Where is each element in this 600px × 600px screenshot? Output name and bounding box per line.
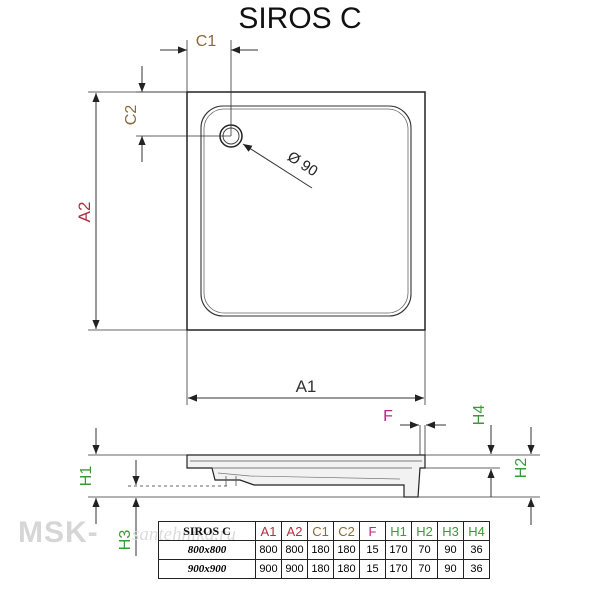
dim-c2: C2 bbox=[123, 66, 187, 162]
table-cell: 800 bbox=[255, 540, 282, 560]
table-header-cell: H4 bbox=[463, 521, 490, 541]
table-header-cell: H3 bbox=[437, 521, 464, 541]
table-cell-model: 900x900 bbox=[158, 559, 256, 579]
page-title: SIROS C bbox=[238, 2, 362, 35]
tray-outline bbox=[186, 91, 426, 331]
table-cell: 36 bbox=[463, 540, 490, 560]
table-cell: 180 bbox=[333, 559, 360, 579]
table-header-cell: A2 bbox=[281, 521, 308, 541]
label-a1: A1 bbox=[296, 377, 317, 396]
table-cell: 800 bbox=[281, 540, 308, 560]
table-cell: 180 bbox=[307, 540, 334, 560]
watermark-brand: MSK- bbox=[18, 516, 99, 549]
table-header-cell: C2 bbox=[333, 521, 360, 541]
label-h3: H3 bbox=[117, 530, 134, 551]
table-cell: 180 bbox=[307, 559, 334, 579]
label-h1: H1 bbox=[78, 466, 95, 487]
table-cell: 900 bbox=[255, 559, 282, 579]
dim-a2: A2 bbox=[75, 91, 187, 331]
dimensions-table: SIROS C A1 A2 C1 C2 F H1 H2 H3 H4 800x80… bbox=[158, 521, 490, 579]
table-header-row: SIROS C A1 A2 C1 C2 F H1 H2 H3 H4 bbox=[158, 521, 490, 541]
table-header-cell: A1 bbox=[255, 521, 282, 541]
table-cell: 170 bbox=[385, 540, 412, 560]
label-c1: C1 bbox=[196, 33, 217, 50]
table-cell-model: 800x800 bbox=[158, 540, 256, 560]
table-header-cell: H2 bbox=[411, 521, 438, 541]
dim-h1: H1 bbox=[78, 428, 420, 524]
dim-h3: H3 bbox=[117, 460, 140, 556]
table-cell: 36 bbox=[463, 559, 490, 579]
dim-a1: A1 bbox=[186, 330, 426, 405]
dim-f: F bbox=[383, 408, 446, 455]
table-row: 900x900 900 900 180 180 15 170 70 90 36 bbox=[158, 559, 490, 579]
label-diameter: Ø 90 bbox=[284, 148, 321, 180]
label-c2: C2 bbox=[123, 105, 140, 126]
table-header-cell: F bbox=[359, 521, 386, 541]
top-view bbox=[136, 40, 426, 331]
table-header-cell: C1 bbox=[307, 521, 334, 541]
dim-c1: C1 bbox=[160, 33, 258, 92]
table-row: 800x800 800 800 180 180 15 170 70 90 36 bbox=[158, 540, 490, 560]
table-cell: 70 bbox=[411, 540, 438, 560]
table-cell: 15 bbox=[359, 559, 386, 579]
label-h4: H4 bbox=[471, 405, 488, 426]
dim-diameter: Ø 90 bbox=[242, 143, 321, 189]
table-cell: 70 bbox=[411, 559, 438, 579]
table-cell: 900 bbox=[281, 559, 308, 579]
table-header-cell: SIROS C bbox=[158, 521, 256, 541]
label-a2: A2 bbox=[75, 202, 94, 223]
dim-h2: H2 bbox=[420, 427, 540, 525]
tray-inner-basin bbox=[200, 105, 412, 317]
table-cell: 90 bbox=[437, 540, 464, 560]
table-header-cell: H1 bbox=[385, 521, 412, 541]
table-cell: 180 bbox=[333, 540, 360, 560]
side-view bbox=[128, 454, 426, 498]
table-cell: 15 bbox=[359, 540, 386, 560]
table-cell: 170 bbox=[385, 559, 412, 579]
label-h2: H2 bbox=[513, 458, 530, 479]
dim-h4: H4 bbox=[425, 405, 500, 497]
table-cell: 90 bbox=[437, 559, 464, 579]
label-f: F bbox=[383, 408, 393, 425]
tray-inner-basin-edge bbox=[203, 108, 409, 314]
